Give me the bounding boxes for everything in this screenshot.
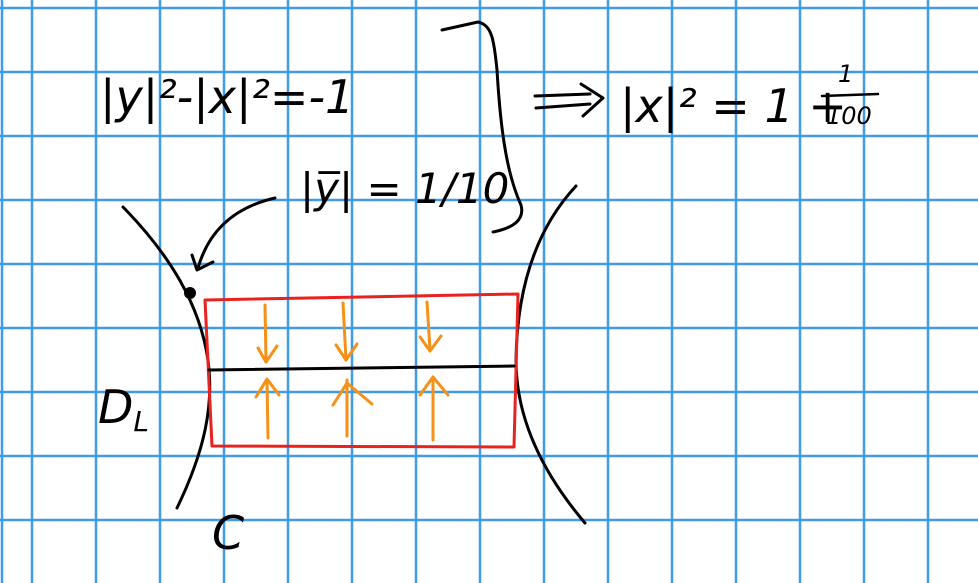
arrows-down (256, 300, 443, 364)
right-hyperbola-branch (514, 184, 587, 525)
arrow-up-icon (254, 377, 281, 440)
bracket (440, 20, 524, 234)
arrow-down-icon (334, 301, 359, 362)
arrow-down-icon (418, 300, 443, 353)
equation-result: |x|² = 1 + (620, 79, 847, 134)
pointer-arrow (190, 196, 277, 272)
arrows-up (254, 375, 450, 442)
left-hyperbola-branch (121, 205, 212, 510)
arrow-up-icon (418, 375, 450, 442)
region-subscript: L (133, 405, 149, 438)
implies-arrow (533, 82, 605, 118)
fraction-bar (820, 92, 880, 98)
y-norm-label: |y̅| = 1/10 (300, 164, 509, 213)
fraction-denominator: 100 (826, 102, 872, 130)
equation-top: |y|²-|x|²=-1 (100, 70, 354, 125)
curve-label: C (212, 506, 244, 560)
region-label: DL (98, 380, 149, 438)
arrow-down-icon (256, 303, 279, 364)
dot-icon (184, 287, 196, 299)
arrow-up-icon (331, 378, 374, 438)
red-rectangle (203, 292, 520, 449)
fraction-numerator: 1 (838, 60, 853, 88)
middle-line (207, 364, 516, 372)
